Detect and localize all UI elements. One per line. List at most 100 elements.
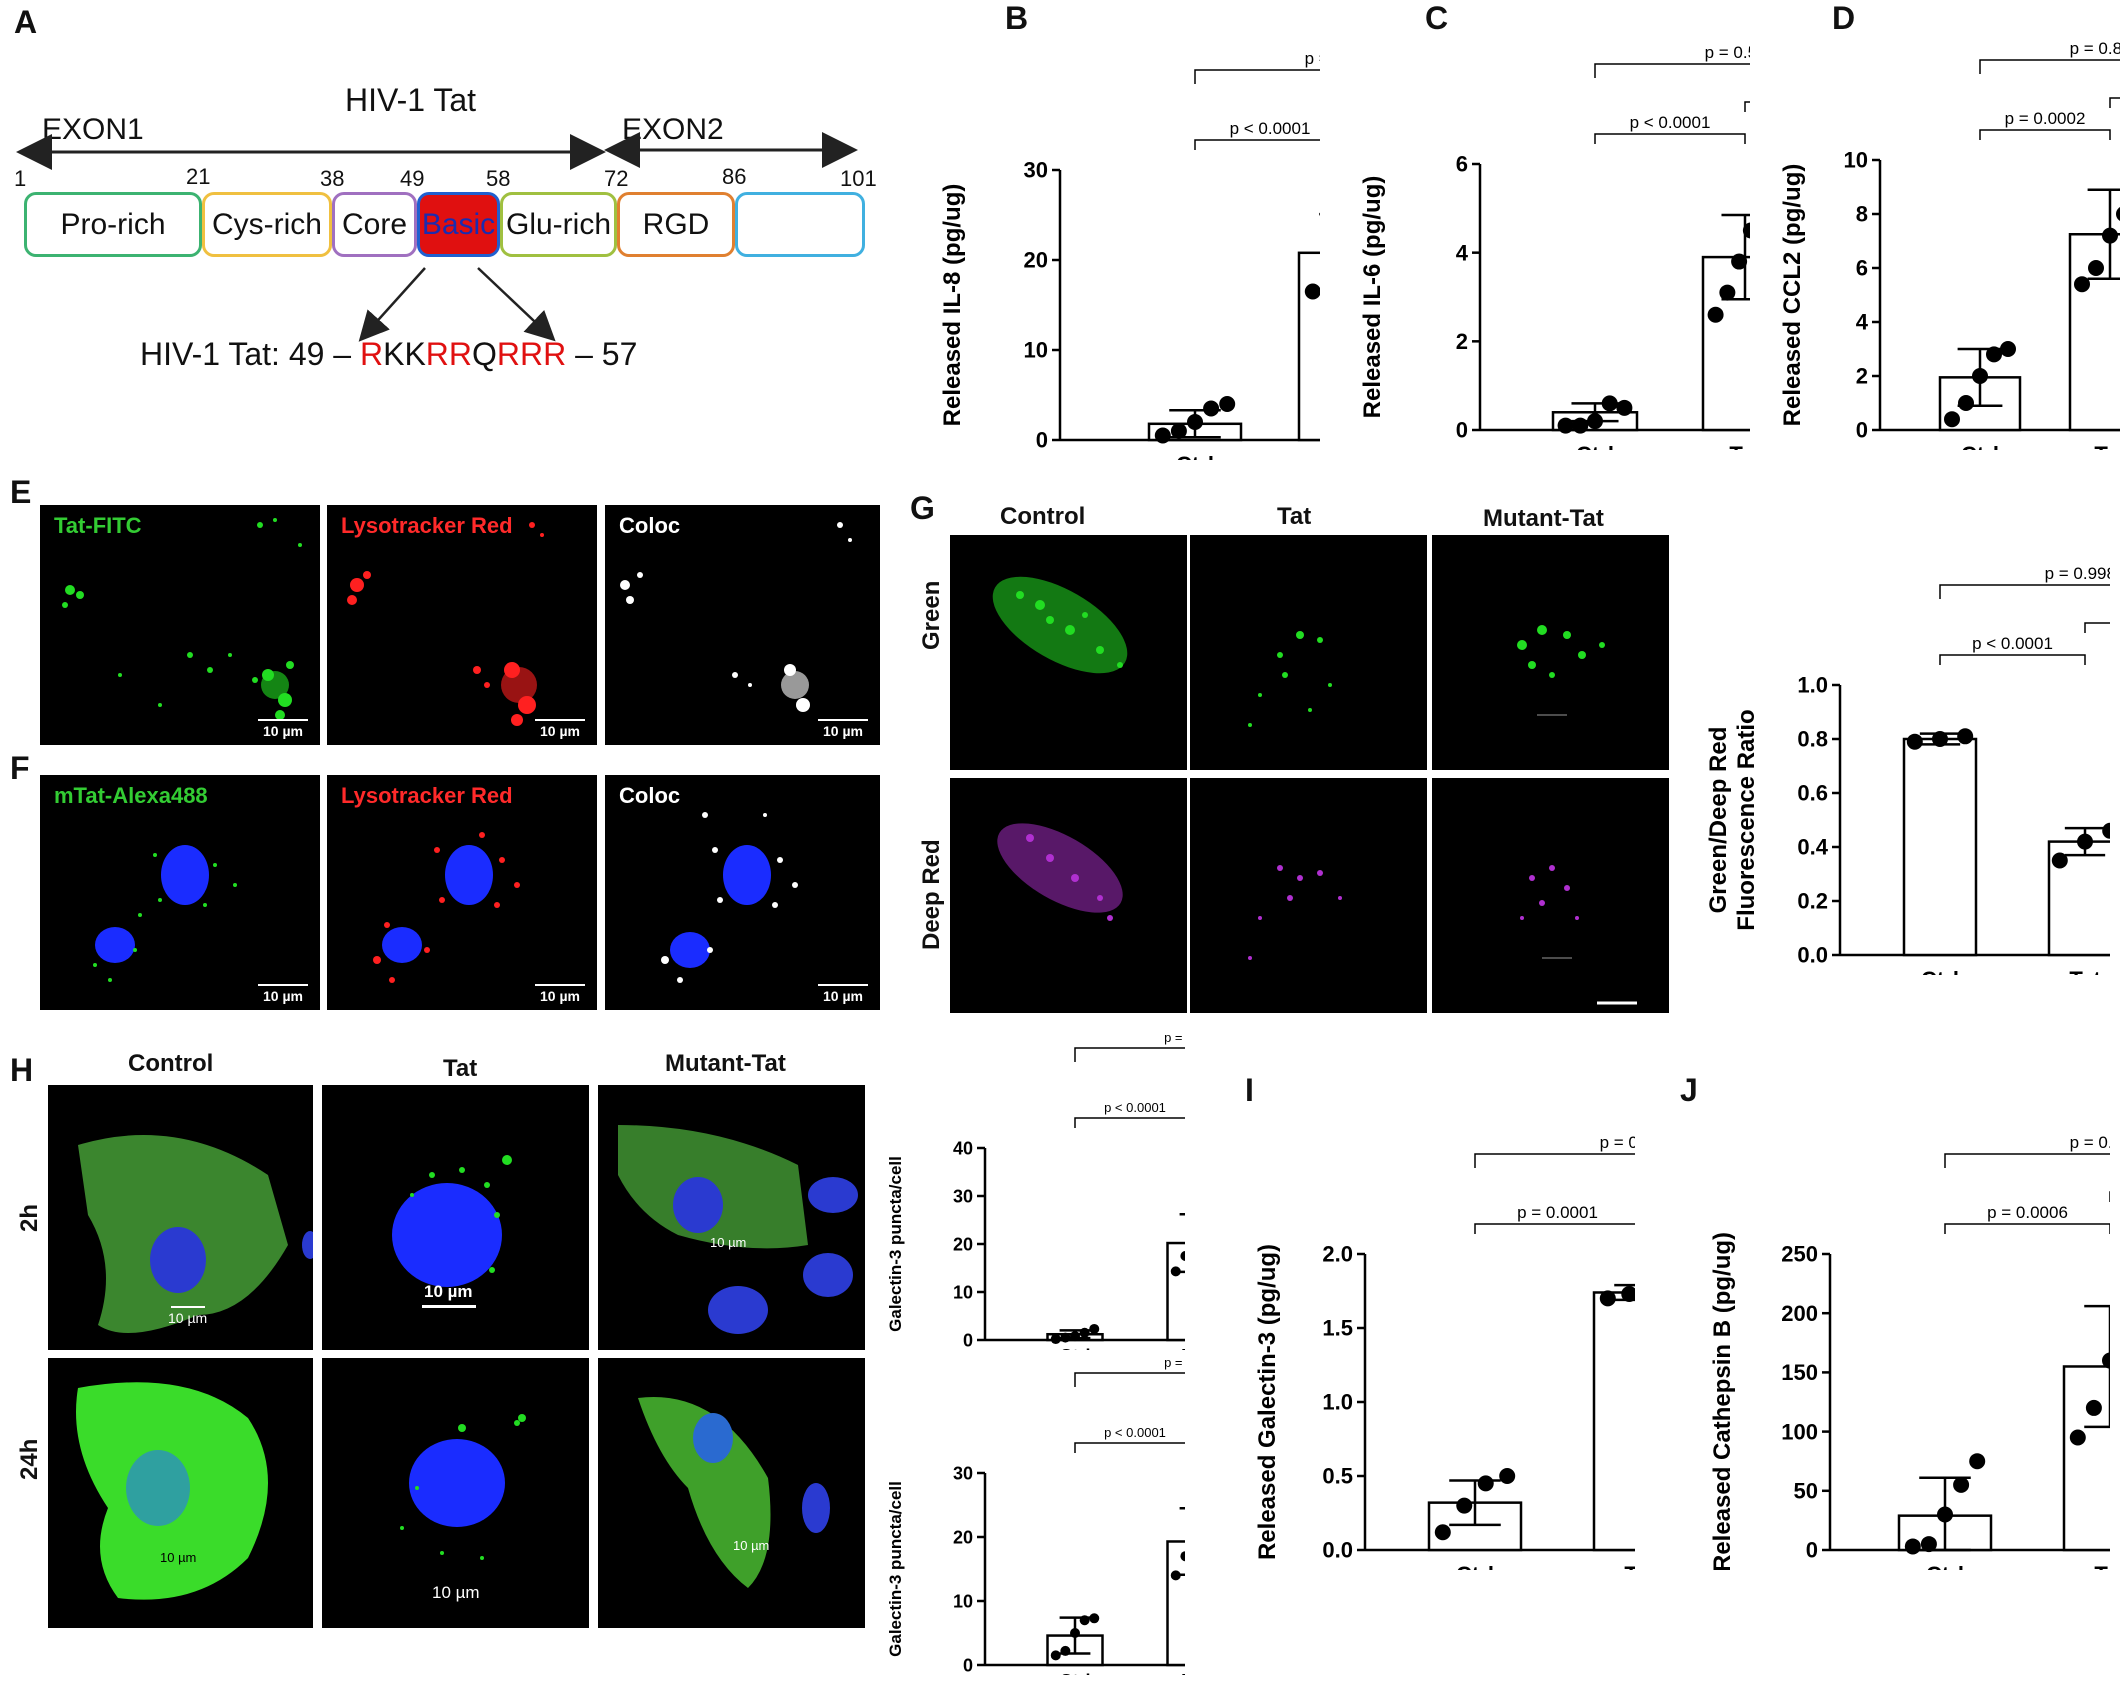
- scale-label: 10 µm: [710, 1235, 747, 1250]
- y-tick-label: 4: [1456, 240, 1469, 265]
- micro-texture: [347, 522, 544, 726]
- panel-letter-h: H: [10, 1052, 34, 1088]
- scale-label: 10 µm: [540, 988, 580, 1004]
- data-point: [1456, 1497, 1473, 1514]
- panel-g-row-green: Green: [918, 580, 945, 650]
- data-point: [1070, 1331, 1080, 1342]
- panel-h-row-2h: 2h: [16, 1203, 43, 1232]
- domain-label: Core: [341, 207, 408, 241]
- sequence-suffix: – 57: [566, 336, 638, 372]
- seq-r1: R: [359, 336, 384, 372]
- panel-letter-g: G: [910, 490, 935, 526]
- data-point: [1616, 399, 1633, 416]
- sequence-prefix: HIV-1 Tat: 49 –: [140, 336, 360, 372]
- x-tick-label: Tat: [2094, 442, 2120, 450]
- data-point: [1304, 283, 1320, 300]
- seq-kk: KK: [383, 336, 426, 372]
- y-tick-label: 0: [1806, 1538, 1818, 1563]
- data-point: [2102, 227, 2118, 244]
- data-point: [1953, 1476, 1970, 1493]
- data-point: [1742, 222, 1750, 239]
- scale-label: 10 µm: [432, 1583, 480, 1602]
- y-tick-label: 10: [1024, 338, 1048, 363]
- panel-g-control-deepred-image: [950, 778, 1187, 1013]
- x-tick-label: Ctrl: [1060, 1671, 1091, 1675]
- y-tick-label: 10: [953, 1282, 973, 1302]
- y-tick-label: 2: [1856, 364, 1868, 389]
- scale-bar: 10 µm: [258, 984, 308, 1004]
- y-tick-label: 10: [1844, 148, 1868, 173]
- pos-1: 1: [14, 166, 27, 191]
- micro-texture: [400, 1414, 526, 1560]
- significance-bracket: [1594, 63, 1750, 78]
- data-point: [1972, 368, 1988, 384]
- mtat-label: mTat-Alexa488: [54, 783, 208, 808]
- p-value-label: p = 0.9418: [1164, 1030, 1185, 1045]
- x-tick-label: Ctrl: [1921, 967, 1959, 975]
- p-value-label: p = 0.0001: [1517, 1203, 1598, 1222]
- panel-h-col-mutant-tat: Mutant-Tat: [665, 1050, 786, 1077]
- panel-h-tat-2h-image: 10 µm: [322, 1085, 589, 1350]
- y-tick-label: 2: [1456, 329, 1468, 354]
- p-value-label: p = 0.3137: [1164, 1355, 1185, 1370]
- y-tick-label: 8: [1856, 202, 1868, 227]
- data-point: [1920, 1536, 1937, 1553]
- x-tick-label: Tat: [2069, 967, 2101, 975]
- micro-texture: [1248, 631, 1332, 727]
- y-tick-label: 0.0: [1797, 943, 1828, 968]
- panel-g-mutant-green-image: [1432, 535, 1669, 770]
- pos-38: 38: [320, 166, 345, 191]
- micro-texture: [997, 823, 1123, 921]
- micro-texture: [392, 1155, 512, 1287]
- data-point: [1557, 417, 1574, 434]
- panel-letter-b: B: [1005, 0, 1029, 36]
- significance-bracket: [1939, 654, 2086, 665]
- x-tick-label: Tat: [1182, 1671, 1185, 1675]
- significance-bracket: [2109, 97, 2120, 108]
- domain-label: Basic: [421, 207, 496, 241]
- panel-f-lysotracker-image: Lysotracker Red 10 µm: [327, 775, 597, 1010]
- data-point: [1180, 1251, 1185, 1261]
- y-axis-label: Released IL-8 (pg/ug): [939, 184, 966, 427]
- scale-label: 10 µm: [540, 723, 580, 739]
- scale-bar: 10 µm: [258, 719, 308, 739]
- panel-letter-f: F: [10, 750, 30, 786]
- p-value-label: p = 0.0006: [1987, 1203, 2068, 1222]
- data-point: [1089, 1613, 1100, 1624]
- pos-101: 101: [840, 166, 877, 191]
- scale-bar: [422, 1305, 476, 1310]
- p-value-label: p < 0.0001: [1230, 119, 1311, 138]
- panel-h-control-2h-image: 10 µm: [48, 1085, 313, 1350]
- y-tick-label: 30: [1024, 158, 1048, 183]
- panel-g-col-tat: Tat: [1277, 503, 1312, 530]
- panel-h-control-24h-image: 10 µm: [48, 1358, 313, 1628]
- significance-bracket: [1944, 1223, 2110, 1234]
- data-point: [2088, 260, 2104, 276]
- significance-bracket: [2084, 622, 2110, 633]
- y-tick-label: 200: [1781, 1301, 1818, 1326]
- y-axis-label: Released Cathepsin B (pg/ug): [1709, 1232, 1736, 1570]
- panel-h-tat-24h-image: 10 µm: [322, 1358, 589, 1628]
- micro-texture: [620, 522, 852, 712]
- panel-h-col-tat: Tat: [443, 1055, 478, 1082]
- data-point: [1719, 284, 1736, 301]
- lysotracker-label: Lysotracker Red: [341, 513, 513, 538]
- data-point: [1050, 1650, 1061, 1661]
- data-point: [1731, 253, 1748, 270]
- micro-texture: [992, 576, 1128, 674]
- domain-rgd: RGD: [617, 192, 735, 257]
- micro-texture: [1248, 865, 1342, 960]
- data-point: [1944, 411, 1960, 428]
- data-point: [1219, 396, 1236, 412]
- data-point: [2074, 276, 2090, 293]
- y-tick-label: 6: [1456, 152, 1468, 177]
- scale-label: 10 µm: [823, 988, 863, 1004]
- data-point: [1170, 1570, 1181, 1581]
- panel-h-col-control: Control: [128, 1050, 214, 1077]
- domain-glu-rich: Glu-rich: [500, 192, 617, 257]
- data-point: [2102, 1352, 2110, 1369]
